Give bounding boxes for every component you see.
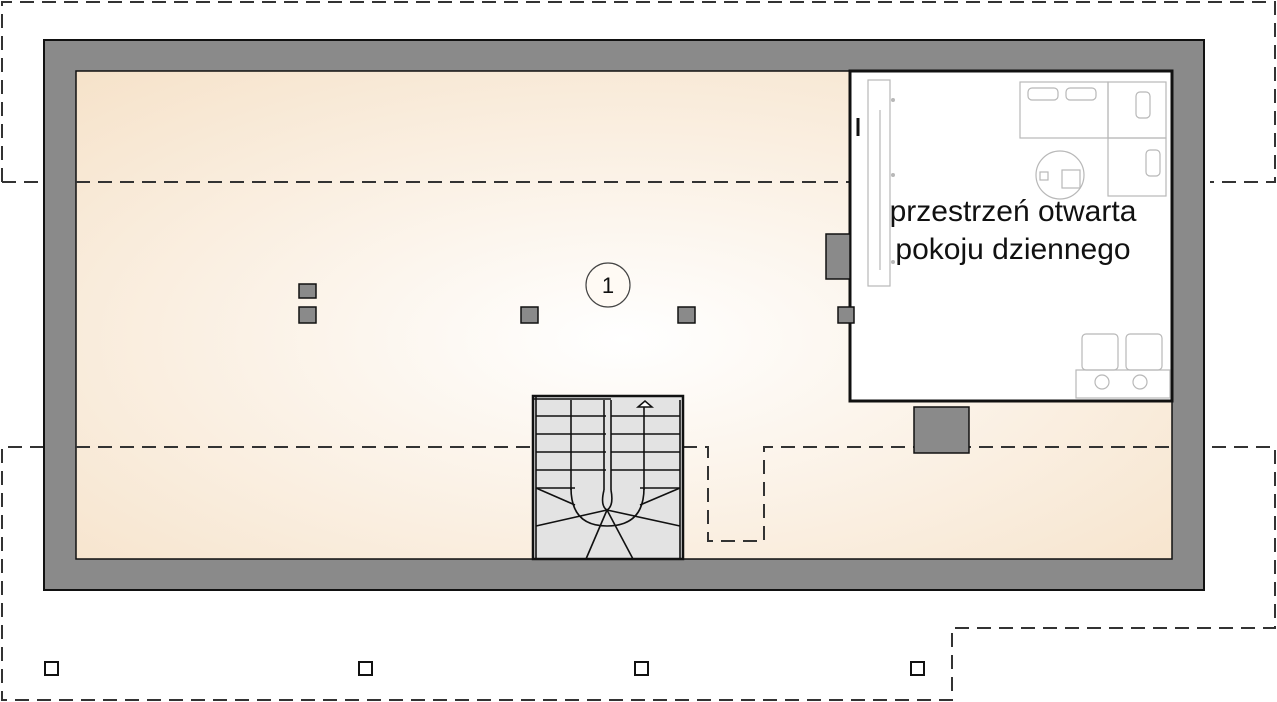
chimney-wall (825, 233, 851, 280)
room-number-circle (585, 262, 631, 308)
outer-post-2 (358, 661, 373, 676)
roof-line-lower (76, 446, 1172, 542)
post-5 (837, 306, 855, 324)
outer-post-1 (44, 661, 59, 676)
furniture-below (856, 79, 1171, 399)
post-4 (677, 306, 696, 324)
chimney-large (913, 406, 970, 454)
post-2 (298, 306, 317, 324)
open-space-label-line2: pokoju dziennego (895, 233, 1130, 266)
post-3 (520, 306, 539, 324)
post-1 (298, 283, 317, 299)
outer-post-3 (634, 661, 649, 676)
open-space-label-line1: przestrzeń otwarta (890, 195, 1137, 228)
roof-outline-bottom (1, 446, 1276, 701)
staircase (531, 394, 685, 561)
room-number: 1 (602, 273, 614, 298)
roof-outline-top (1, 1, 1276, 183)
outer-post-4 (910, 661, 925, 676)
